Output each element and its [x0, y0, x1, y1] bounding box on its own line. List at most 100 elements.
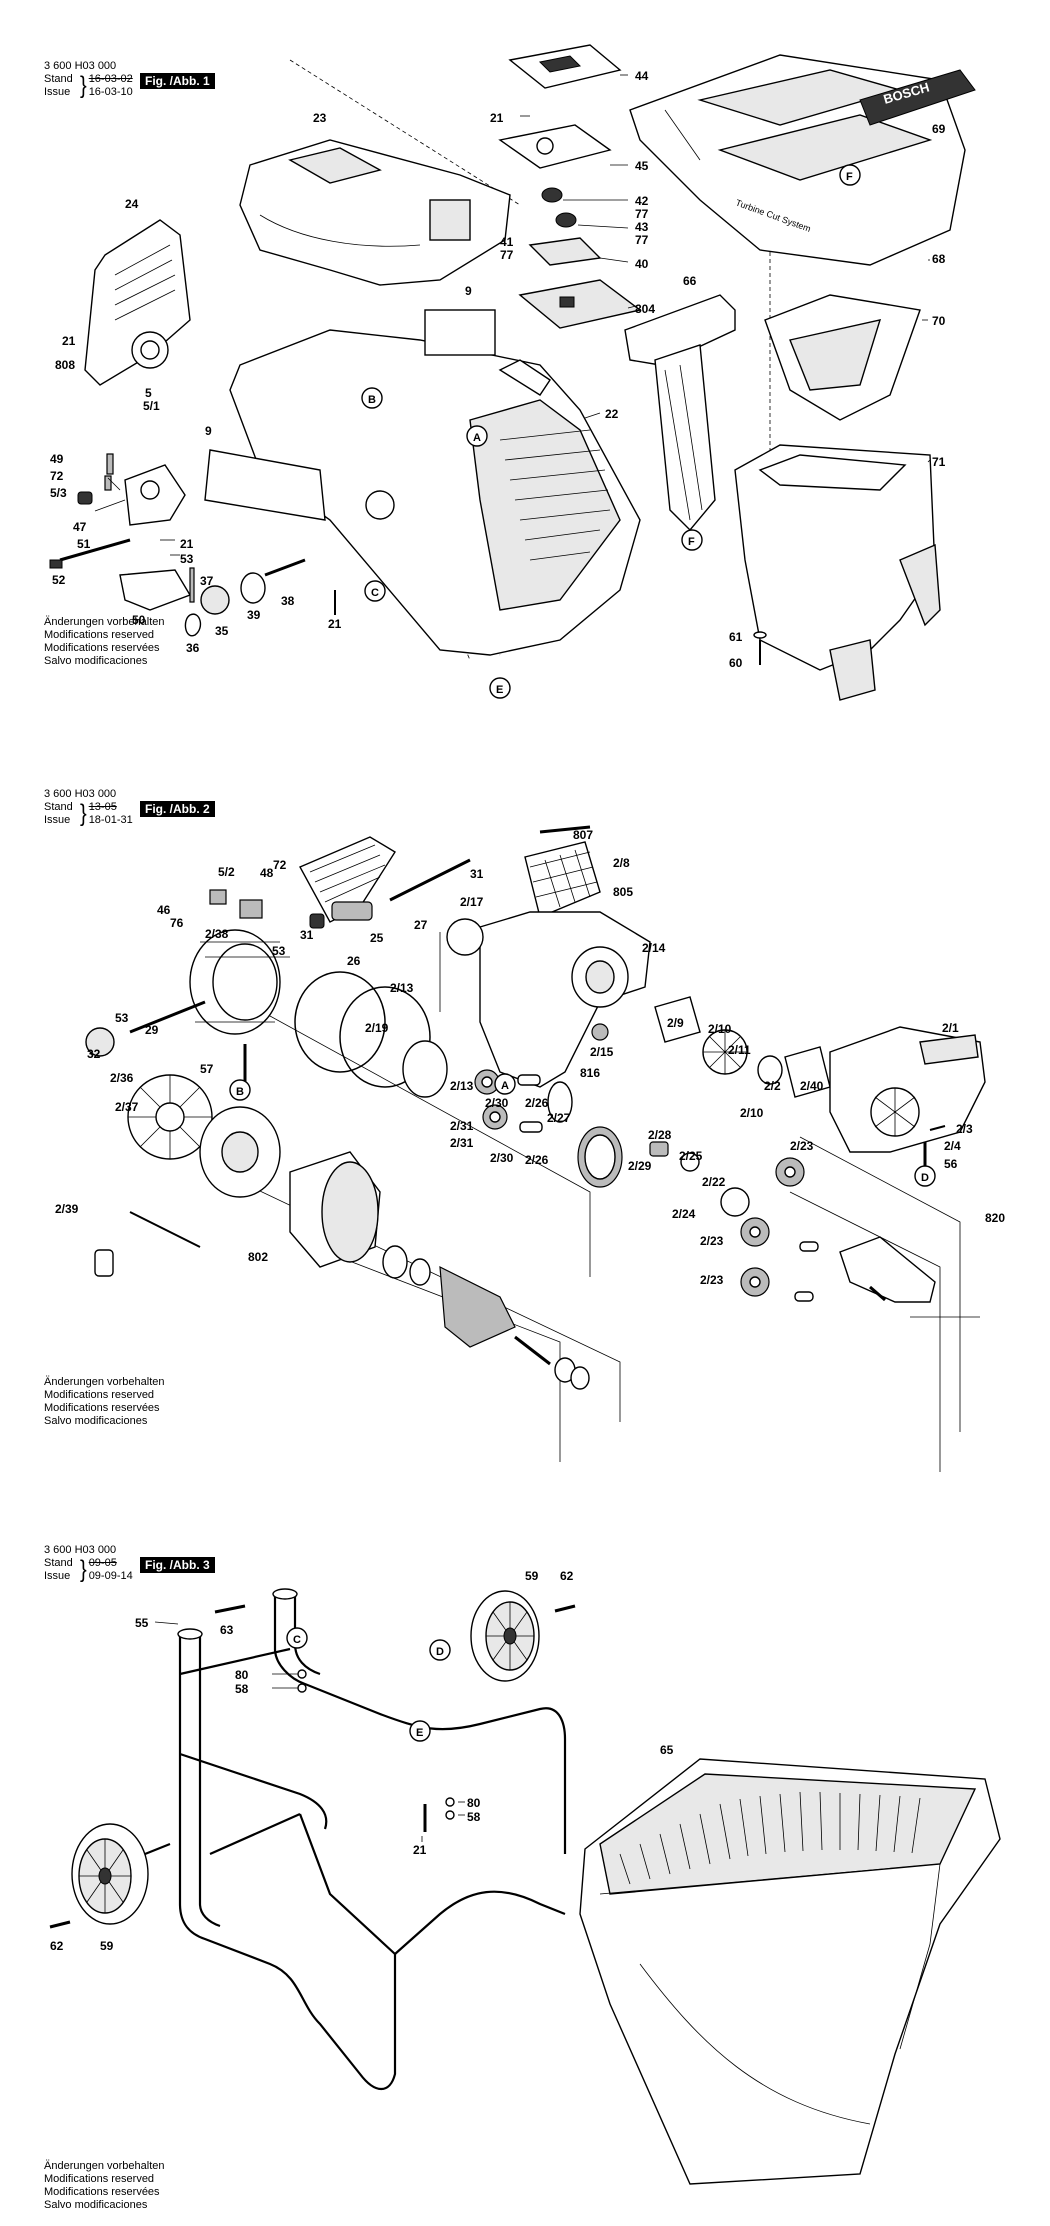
marker-a: A	[466, 425, 488, 447]
part-label: 2/26	[525, 1153, 549, 1167]
issue-date: 09-09-14	[88, 1570, 133, 1582]
marker-group-2: A B D	[229, 1073, 936, 1187]
doc-number: 3 600 H03 000	[44, 60, 117, 72]
part-2-27-disc	[547, 1081, 573, 1123]
part-label: 2/23	[700, 1273, 724, 1287]
figure-3-drawing: C D E 59 62 55 63 80 58 21 80 58 65 62 5…	[49, 1569, 1001, 2185]
part-label: 41	[500, 235, 514, 249]
part-49-pin	[106, 453, 114, 475]
part-label: 5/1	[143, 399, 160, 413]
stand-label: Stand	[44, 73, 73, 85]
figure-2-drawing: A B D 807 2/8 805 72 48 5/2 31 46 76 2/3…	[55, 825, 1005, 1472]
figure-1-drawing: BOSCH Turbine Cut System	[49, 44, 976, 701]
part-62-bolt-bottom	[49, 1920, 71, 1929]
stand-date: 16-03-02	[88, 73, 133, 85]
part-label: 53	[115, 1011, 129, 1025]
part-label: 2/17	[460, 895, 484, 909]
figure-2-title: Fig. /Abb. 2	[140, 801, 215, 817]
part-label: 2/4	[944, 1139, 961, 1153]
part-2-23-gear-b	[740, 1217, 770, 1247]
part-label: 77	[635, 207, 649, 221]
footer-line: Modifications reserved	[44, 2173, 155, 2185]
part-label: 76	[170, 916, 184, 930]
part-58-nut-a	[297, 1683, 307, 1693]
part-23-top-housing	[239, 139, 511, 286]
issue-label: Issue	[44, 1570, 71, 1582]
part-label: 77	[635, 233, 649, 247]
part-label: 2/24	[672, 1207, 696, 1221]
part-label: 2/25	[679, 1149, 703, 1163]
part-label: 23	[313, 111, 327, 125]
part-804-board	[518, 279, 642, 329]
part-5-3-carbon	[77, 491, 93, 505]
part-label: 2/30	[490, 1151, 514, 1165]
part-label: 2/22	[702, 1175, 726, 1189]
part-label: 2/39	[55, 1202, 79, 1216]
part-2-3-screw	[929, 1125, 946, 1131]
footer-line: Änderungen vorbehalten	[44, 1376, 165, 1388]
marker-f-rod: F	[681, 529, 703, 551]
part-label: 9	[465, 284, 472, 298]
marker-group-3: C D E	[286, 1627, 451, 1742]
part-label: 2/11	[728, 1043, 751, 1057]
part-2-1-gearbox-cover	[829, 1026, 986, 1153]
part-label: 53	[272, 944, 286, 958]
part-pin-b	[794, 1291, 814, 1302]
svg-text:D: D	[436, 1646, 444, 1658]
part-label: 2/14	[642, 941, 666, 955]
part-2-15-bearing	[591, 1023, 609, 1041]
footer-line: Modifications reserved	[44, 1389, 155, 1401]
part-label: 5/2	[218, 865, 235, 879]
part-label: 31	[300, 928, 314, 942]
part-label: 9	[205, 424, 212, 438]
part-9-label-lower	[204, 449, 326, 521]
part-62-bolt-top	[554, 1604, 576, 1613]
part-22-main-housing	[229, 329, 641, 656]
part-2-23-gear-c	[740, 1267, 770, 1297]
part-820-spindle	[839, 1236, 936, 1303]
part-label: 2/37	[115, 1100, 139, 1114]
part-label: 80	[235, 1668, 249, 1682]
part-2-19-ring-a	[294, 971, 386, 1073]
part-label: 2/23	[700, 1234, 724, 1248]
part-label: 59	[525, 1569, 539, 1583]
part-label: 2/31	[450, 1136, 474, 1150]
part-label: 46	[157, 903, 171, 917]
part-ring-gear-inner	[584, 1134, 616, 1180]
footer-line: Salvo modificaciones	[44, 1415, 148, 1427]
part-26-bearing	[309, 913, 325, 929]
brace-glyph: }	[80, 72, 87, 100]
part-label: 21	[180, 537, 194, 551]
part-label: 2/27	[547, 1111, 571, 1125]
leader-lines	[154, 1621, 465, 1842]
figure-1-title: Fig. /Abb. 1	[140, 73, 215, 89]
part-label: 72	[273, 858, 287, 872]
stand-label: Stand	[44, 801, 73, 813]
part-32-knob	[85, 1027, 115, 1057]
part-label: 2/15	[590, 1045, 614, 1059]
part-5-2-carbon	[209, 889, 227, 905]
footer-line: Salvo modificaciones	[44, 2199, 148, 2211]
part-40-switch	[528, 237, 602, 266]
part-number-labels: 59 62 55 63 80 58 21 80 58 65 62 59	[50, 1569, 674, 1953]
part-label: 808	[55, 358, 75, 372]
part-61-washer	[753, 631, 767, 639]
part-label: 2/36	[110, 1071, 134, 1085]
part-35-gear	[200, 585, 230, 615]
svg-text:B: B	[368, 394, 376, 406]
part-label: 50	[132, 613, 146, 627]
part-2-14-gear-housing	[479, 911, 651, 1088]
part-label: 2/10	[740, 1106, 764, 1120]
part-label: 49	[50, 452, 64, 466]
stand-label: Stand	[44, 1557, 73, 1569]
part-2-11-impeller	[702, 1029, 748, 1075]
part-24-side-cover	[84, 219, 191, 386]
part-label: 802	[248, 1250, 268, 1264]
marker-a: A	[494, 1073, 516, 1095]
part-label: 32	[87, 1047, 101, 1061]
part-label: 53	[180, 552, 194, 566]
svg-text:E: E	[416, 1727, 423, 1739]
part-label: 21	[62, 334, 76, 348]
